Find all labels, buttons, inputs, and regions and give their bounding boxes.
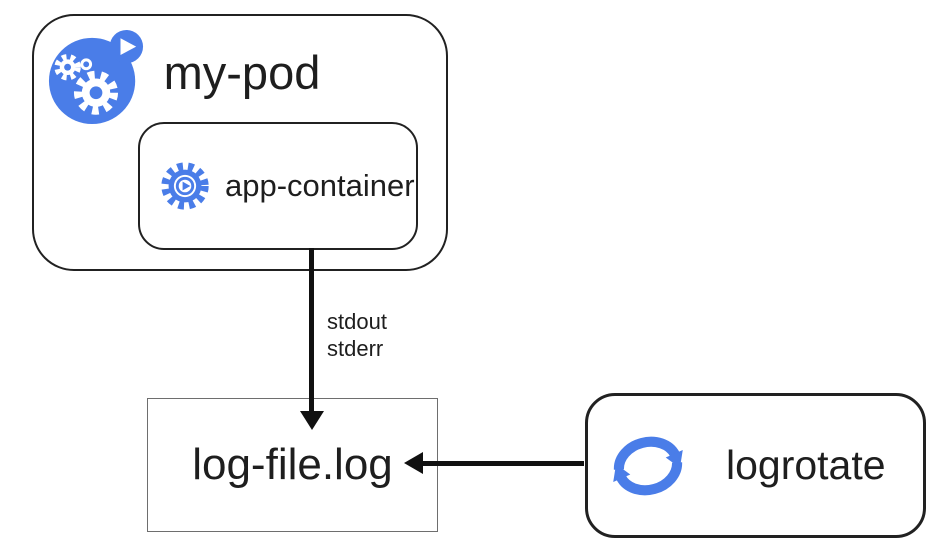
log-file-label: log-file.log (192, 440, 393, 489)
stream-labels: stdout stderr (327, 308, 387, 362)
logrotate-arrow-line (420, 461, 584, 466)
logrotate-box: logrotate (585, 393, 926, 538)
logrotate-arrow-head-icon (404, 452, 423, 474)
stderr-label: stderr (327, 336, 384, 361)
pod-workload-icon (48, 29, 144, 125)
container-box: app-container (138, 122, 418, 250)
stdout-arrow-head-icon (300, 411, 324, 430)
rotate-cycle-arrows-icon (613, 436, 683, 495)
stdout-label: stdout (327, 309, 387, 334)
container-gear-play-icon (161, 162, 209, 210)
log-file-box: log-file.log (147, 398, 438, 532)
stdout-arrow-line (309, 248, 314, 413)
pod-label: my-pod (163, 46, 321, 99)
container-label: app-container (225, 168, 415, 203)
logrotate-label: logrotate (726, 442, 886, 488)
pod-box: my-pod app-container (32, 14, 448, 271)
